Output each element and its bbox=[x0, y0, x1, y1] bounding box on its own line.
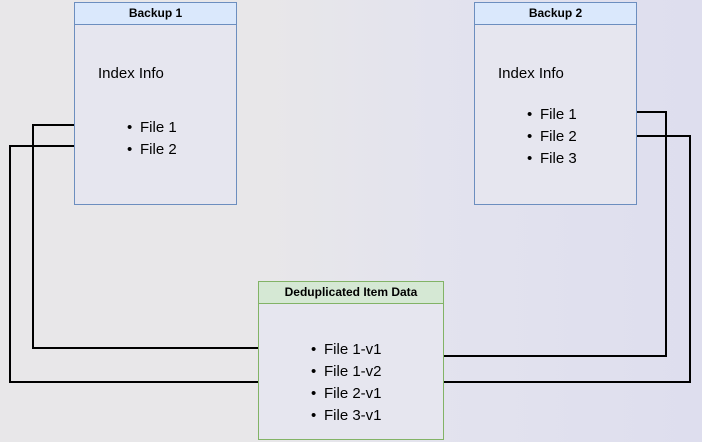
backup-1-header: Backup 1 bbox=[75, 3, 236, 25]
list-item: File 2 bbox=[127, 139, 177, 161]
deduplicated-file-list: File 1-v1 File 1-v2 File 2-v1 File 3-v1 bbox=[306, 339, 381, 427]
list-item: File 2-v1 bbox=[311, 383, 381, 405]
backup-1-index-label: Index Info bbox=[98, 65, 164, 82]
backup-1-file-list: File 1 File 2 bbox=[122, 117, 177, 161]
backup-2-box: Backup 2 Index Info File 1 File 2 File 3 bbox=[474, 2, 637, 205]
backup-2-file-list: File 1 File 2 File 3 bbox=[522, 104, 577, 170]
list-item: File 2 bbox=[527, 126, 577, 148]
list-item: File 1 bbox=[127, 117, 177, 139]
list-item: File 3 bbox=[527, 148, 577, 170]
list-item: File 3-v1 bbox=[311, 405, 381, 427]
backup-1-box: Backup 1 Index Info File 1 File 2 bbox=[74, 2, 237, 205]
backup-2-header: Backup 2 bbox=[475, 3, 636, 25]
list-item: File 1 bbox=[527, 104, 577, 126]
deduplicated-item-data-header: Deduplicated Item Data bbox=[259, 282, 443, 304]
list-item: File 1-v1 bbox=[311, 339, 381, 361]
deduplicated-item-data-box: Deduplicated Item Data File 1-v1 File 1-… bbox=[258, 281, 444, 440]
backup-2-index-label: Index Info bbox=[498, 65, 564, 82]
list-item: File 1-v2 bbox=[311, 361, 381, 383]
